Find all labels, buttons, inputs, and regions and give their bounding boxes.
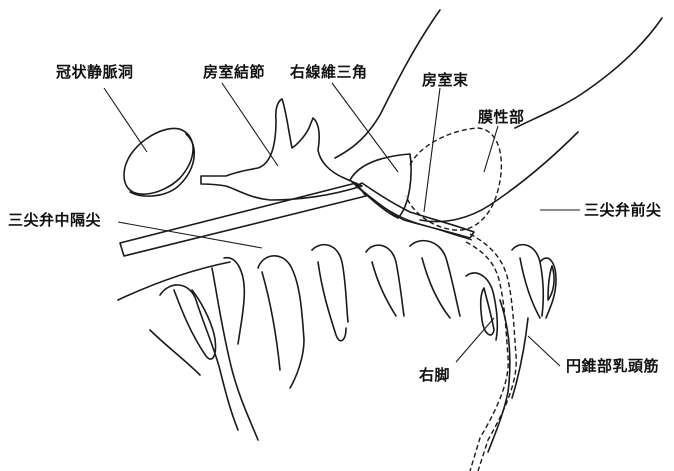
label-tricuspid-septal-cusp: 三尖弁中隔尖 <box>8 211 101 229</box>
label-tricuspid-anterior-cusp: 三尖弁前尖 <box>584 201 662 219</box>
label-coronary-sinus: 冠状静脈洞 <box>56 63 134 81</box>
trabeculae <box>150 241 556 452</box>
label-right-bundle-branch: 右脚 <box>419 366 450 384</box>
upper-right-contour <box>515 18 662 128</box>
left-wall-contour <box>118 262 230 300</box>
label-membranous-part: 膜性部 <box>478 108 525 126</box>
label-av-node: 房室結節 <box>203 63 265 81</box>
label-conus-papillary-muscle: 円錐部乳頭筋 <box>566 357 659 375</box>
av-node-shape <box>201 99 362 200</box>
right-bundle-branch-b <box>466 242 508 471</box>
label-right-fibrous-trigone: 右線維三角 <box>290 63 368 81</box>
label-av-bundle: 房室束 <box>422 71 469 89</box>
coronary-sinus-shape <box>124 128 194 196</box>
